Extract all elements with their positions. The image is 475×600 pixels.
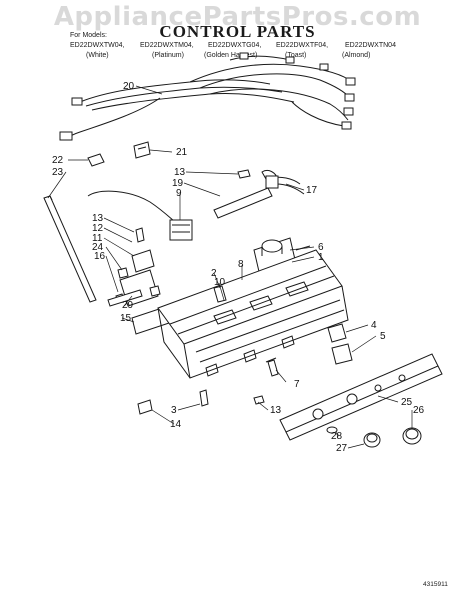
callout-label: 27 — [336, 443, 348, 454]
thermostat-capillary — [87, 190, 193, 241]
document-number: 4315911 — [423, 581, 448, 588]
callout-label: 5 — [380, 331, 386, 342]
callout-label: 8 — [238, 259, 244, 270]
wire-harness — [59, 52, 356, 141]
callout-label: 28 — [331, 431, 343, 442]
clip-and-rod — [43, 153, 105, 303]
mounting-clip — [137, 389, 265, 415]
model-color: (White) — [86, 52, 109, 59]
for-models-label: For Models: — [70, 32, 107, 39]
thermostat-knobs — [326, 426, 422, 448]
left-bracket-parts — [107, 227, 173, 335]
watermark: AppliancePartsPros.com — [53, 2, 422, 32]
control-panel-trim — [279, 353, 443, 441]
callout-label: 26 — [413, 405, 425, 416]
callout-label: 25 — [401, 397, 413, 408]
model-number: ED22DWXTN04 — [345, 42, 396, 49]
callout-label: 13 — [174, 167, 186, 178]
callout-label: 16 — [94, 251, 106, 262]
callout-label: 22 — [52, 155, 64, 166]
screw — [265, 357, 279, 377]
diagram-title: CONTROL PARTS — [159, 22, 316, 41]
callout-label: 29 — [122, 300, 134, 311]
callout-label: 9 — [176, 188, 182, 199]
callout-label: 1 — [318, 252, 324, 263]
callout-label: 17 — [306, 185, 318, 196]
model-color: (Golden Harvest) — [204, 52, 258, 59]
model-number: ED22DWXTF04, — [276, 42, 329, 49]
callout-label: 23 — [52, 167, 64, 178]
callout-label: 24 — [92, 242, 104, 253]
callout-label: 11 — [92, 233, 103, 244]
model-number: ED22DWXTG04, — [208, 42, 262, 49]
callout-label: 2 — [211, 268, 217, 279]
callout-label: 10 — [214, 277, 226, 288]
model-color: (Toast) — [285, 52, 307, 59]
leader-lines — [47, 85, 413, 449]
callout-labels: 20 21 22 23 13 19 17 9 13 12 11 24 16 6 … — [52, 81, 425, 454]
callout-label: 21 — [176, 147, 188, 158]
model-color: (Almond) — [342, 52, 371, 59]
control-housing — [157, 249, 349, 379]
callout-label: 20 — [123, 81, 135, 92]
wire-clip — [133, 141, 151, 159]
model-number: ED22DWXTW04, — [70, 42, 125, 49]
callout-label: 4 — [371, 320, 377, 331]
callout-label: 13 — [92, 213, 104, 224]
light-socket-assembly — [213, 169, 305, 219]
callout-label: 15 — [120, 313, 132, 324]
callout-label: 6 — [318, 242, 324, 253]
callout-label: 13 — [270, 405, 282, 416]
callout-label: 12 — [92, 223, 104, 234]
callout-label: 3 — [171, 405, 177, 416]
callout-label: 14 — [170, 419, 182, 430]
model-number: ED22DWXTM04, — [140, 42, 194, 49]
callout-label: 19 — [172, 178, 184, 189]
light-switch — [327, 323, 353, 365]
callout-label: 7 — [294, 379, 300, 390]
model-color: (Platinum) — [152, 52, 184, 59]
